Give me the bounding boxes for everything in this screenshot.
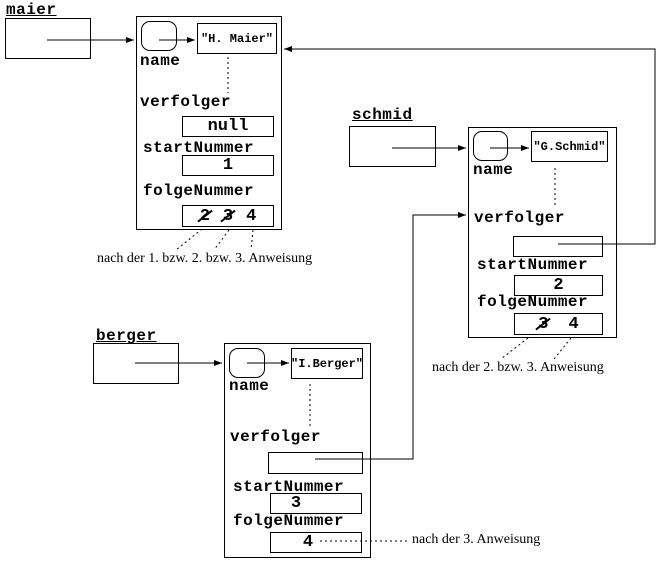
variable-box-schmid [349, 126, 436, 167]
field-label-startnummer-berger: startNummer [233, 478, 345, 496]
field-label-folgenummer-maier: folgeNummer [143, 182, 255, 200]
field-label-verfolger-berger: verfolger [230, 428, 321, 446]
note-schmid: nach der 2. bzw. 3. Anweisung [432, 360, 604, 375]
folgenummer-value-box-schmid: 3 4 [514, 313, 603, 335]
folgenummer-old-value-2: 3 [222, 206, 234, 226]
startnummer-value-berger: 3 [290, 494, 302, 513]
folgenummer-current-value: 4 [302, 533, 314, 552]
startnummer-value-box-schmid: 2 [514, 275, 603, 296]
folgenummer-value-box-maier: 2 3 4 [182, 205, 274, 227]
field-label-name-berger: name [229, 377, 270, 395]
startnummer-value-box-maier: 1 [182, 155, 274, 176]
field-label-verfolger-schmid: verfolger [474, 209, 565, 227]
variable-box-maier [5, 18, 91, 59]
dotted-note-schmid-1 [500, 337, 529, 360]
verfolger-value-box-schmid [513, 236, 603, 257]
startnummer-value-maier: 1 [222, 156, 234, 175]
variable-box-berger [93, 343, 179, 384]
folgenummer-value-box-berger: 4 [270, 532, 362, 553]
name-value-berger: "I.Berger" [291, 356, 364, 371]
folgenummer-current-value: 4 [568, 314, 579, 334]
name-value-box-schmid: "G.Schmid" [531, 131, 608, 162]
verfolger-value-box-maier: null [182, 116, 274, 137]
variable-label-schmid: schmid [352, 106, 413, 124]
object-handle-maier [141, 21, 177, 51]
dotted-note-maier-3 [250, 229, 254, 250]
name-value-box-berger: "I.Berger" [291, 348, 363, 379]
verfolger-value-maier: null [207, 117, 249, 136]
name-value-box-maier: "H. Maier" [197, 23, 277, 54]
dotted-note-schmid-2 [553, 337, 572, 360]
folgenummer-current-value: 4 [246, 206, 257, 226]
note-berger: nach der 3. Anweisung [412, 532, 541, 547]
field-label-startnummer-schmid: startNummer [477, 256, 589, 274]
variable-label-maier: maier [6, 1, 57, 19]
field-label-folgenummer-schmid: folgeNummer [477, 293, 589, 311]
object-handle-schmid [473, 131, 508, 161]
field-label-name-maier: name [140, 52, 181, 70]
variable-label-berger: berger [96, 327, 157, 345]
field-label-verfolger-maier: verfolger [140, 93, 231, 111]
note-maier: nach der 1. bzw. 2. bzw. 3. Anweisung [97, 251, 313, 266]
folgenummer-old-value: 3 [538, 314, 549, 334]
field-label-folgenummer-berger: folgeNummer [233, 512, 345, 530]
name-value-maier: "H. Maier" [200, 31, 273, 46]
dotted-note-maier-2 [213, 229, 230, 251]
verfolger-value-box-berger [268, 452, 363, 474]
name-value-schmid: "G.Schmid" [533, 139, 606, 154]
startnummer-value-box-berger: 3 [270, 493, 362, 514]
dotted-note-maier-1 [175, 228, 203, 251]
folgenummer-old-value-1: 2 [199, 206, 210, 226]
startnummer-value-schmid: 2 [553, 276, 564, 295]
field-label-name-schmid: name [473, 161, 514, 179]
field-label-startnummer-maier: startNummer [143, 139, 255, 157]
object-handle-berger [229, 348, 265, 378]
